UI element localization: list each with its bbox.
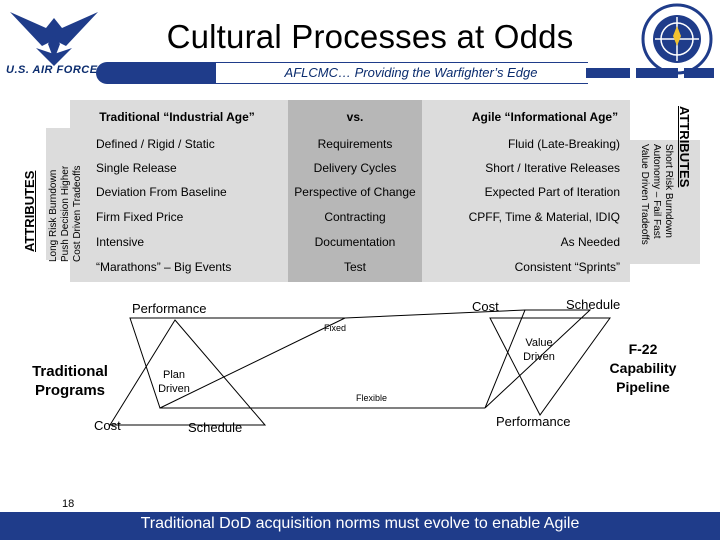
row-category: Delivery Cycles <box>313 161 397 175</box>
fixed-label: Fixed <box>324 323 347 333</box>
right-attributes-panel <box>628 140 700 264</box>
capability-triangle <box>489 317 611 416</box>
right-attribute: Short Risk Burndown <box>663 144 674 238</box>
left-attributes-title: ATTRIBUTES <box>22 170 37 252</box>
flexible-label: Flexible <box>356 393 388 403</box>
value-driven-label: Value Driven <box>523 337 555 363</box>
row-left: Deviation From Baseline <box>96 185 227 199</box>
left-attributes-panel <box>46 128 90 260</box>
right-schedule-label: Schedule <box>566 297 621 312</box>
row-right: Expected Part of Iteration <box>484 185 620 199</box>
right-attribute: Autonomy – Fail Fast <box>651 144 662 239</box>
footer-message: Traditional DoD acquisition norms must e… <box>140 515 580 532</box>
left-attribute: Push Decision Higher <box>60 165 71 262</box>
row-right: Fluid (Late-Breaking) <box>507 137 620 151</box>
traditional-programs-label: Traditional Programs <box>32 363 108 399</box>
right-column <box>422 100 630 282</box>
f22-pipeline-label: F-22 Capability Pipeline <box>609 341 677 395</box>
row-left: Defined / Rigid / Static <box>96 137 215 151</box>
tagline: AFLCMC… Providing the Warfighter’s Edge <box>216 63 606 83</box>
value-driven-triangle <box>484 309 592 409</box>
middle-column <box>288 100 422 282</box>
air-force-logo-icon <box>10 12 98 66</box>
row-left: Single Release <box>96 161 177 175</box>
right-attributes-title: ATTRIBUTES <box>677 106 692 188</box>
right-attribute: Value Driven Tradeoffs <box>639 144 650 245</box>
page-number: 18 <box>62 498 75 510</box>
right-performance-label: Performance <box>496 414 571 429</box>
plan-driven-label: Plan Driven <box>158 369 190 395</box>
row-left: “Marathons” – Big Events <box>96 260 232 274</box>
plan-driven-triangle <box>129 317 346 409</box>
row-category: Perspective of Change <box>294 185 416 199</box>
agile-header: Agile “Informational Age” <box>471 110 619 124</box>
row-right: As Needed <box>560 235 620 249</box>
banner-segments <box>586 62 720 84</box>
row-category: Contracting <box>324 210 386 224</box>
footer-bar: Traditional DoD acquisition norms must e… <box>0 512 720 540</box>
tagline-banner: AFLCMC… Providing the Warfighter’s Edge <box>96 62 606 84</box>
row-right: CPFF, Time & Material, IDIQ <box>468 210 620 224</box>
row-category: Documentation <box>314 235 396 249</box>
traditional-triangle <box>109 319 267 426</box>
row-right: Short / Iterative Releases <box>485 161 620 175</box>
left-attribute: Cost Driven Tradeoffs <box>72 165 83 262</box>
left-performance-label: Performance <box>132 301 207 316</box>
row-right: Consistent “Sprints” <box>514 260 620 274</box>
right-cost-label: Cost <box>472 299 499 314</box>
versus-header: vs. <box>346 110 364 124</box>
left-cost-label: Cost <box>94 418 121 433</box>
row-category: Test <box>343 260 366 274</box>
row-category: Requirements <box>317 137 393 151</box>
triangle-diagram <box>109 309 611 426</box>
page-title: Cultural Processes at Odds <box>166 18 574 55</box>
left-schedule-label: Schedule <box>188 420 243 435</box>
org-name: U.S. AIR FORCE <box>6 64 98 76</box>
left-attribute: Long Risk Burndown <box>48 169 59 262</box>
row-left: Firm Fixed Price <box>96 210 184 224</box>
traditional-header: Traditional “Industrial Age” <box>99 110 255 124</box>
row-left: Intensive <box>96 235 145 249</box>
